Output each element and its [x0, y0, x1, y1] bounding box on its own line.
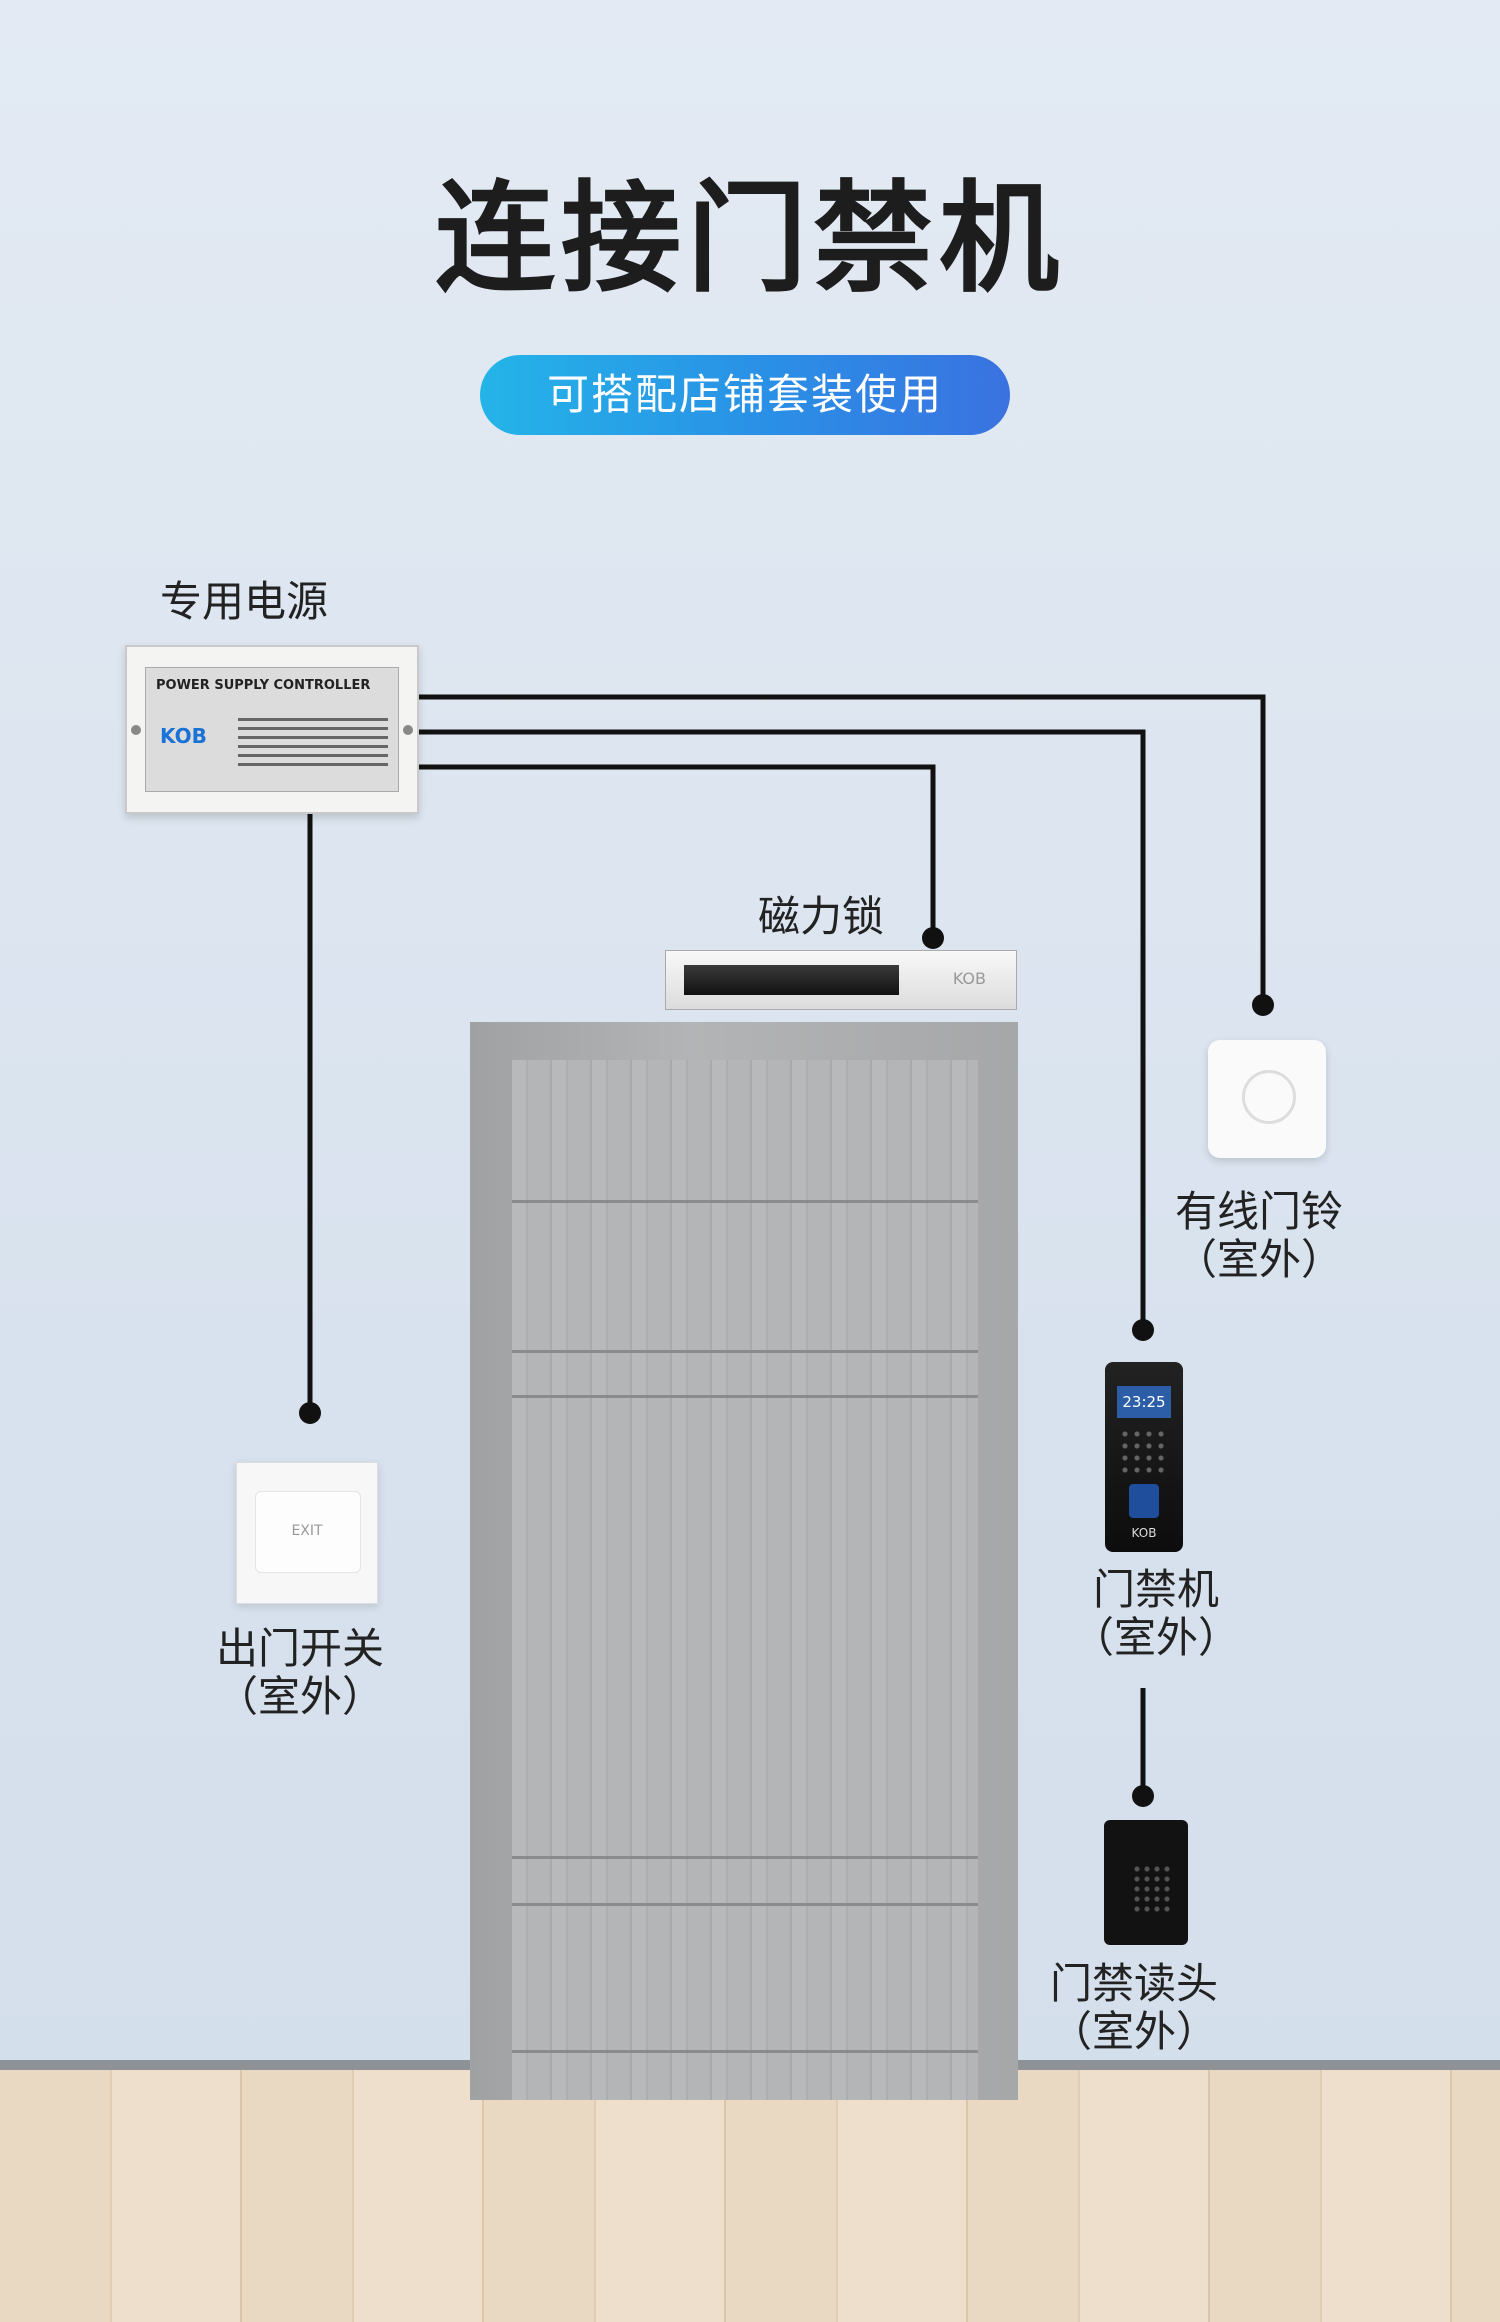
fingerprint-sensor-icon: [1129, 1484, 1159, 1518]
access-controller-location: （室外）: [1072, 1613, 1241, 1662]
power-supply-spec-lines: [238, 718, 388, 772]
mag-lock-magnet: [684, 965, 899, 995]
wooden-floor: [0, 2065, 1500, 2322]
mag-lock-brand: KOB: [952, 969, 986, 988]
wire-endpoint-exit-button: [299, 1402, 321, 1424]
door-groove: [512, 1395, 978, 1398]
page-title: 连接门禁机: [435, 170, 1065, 309]
wire-endpoint-controller: [1132, 1319, 1154, 1341]
doorbell-label: 有线门铃 （室外）: [1175, 1188, 1343, 1284]
doorbell-device: [1208, 1040, 1326, 1158]
power-supply-box: POWER SUPPLY CONTROLLER KOB: [125, 645, 419, 814]
card-reader-location: （室外）: [1050, 2007, 1219, 2056]
card-reader-device: [1104, 1820, 1188, 1945]
exit-button-text: EXIT: [291, 1523, 323, 1539]
access-controller-name: 门禁机: [1093, 1565, 1220, 1614]
exit-button-location: （室外）: [216, 1672, 385, 1721]
doorbell-location: （室外）: [1175, 1235, 1344, 1284]
door-groove: [512, 2050, 978, 2053]
door-groove: [512, 1200, 978, 1203]
card-reader-label: 门禁读头 （室外）: [1050, 1960, 1218, 2056]
power-supply-panel-title: POWER SUPPLY CONTROLLER: [156, 678, 371, 693]
doorbell-name: 有线门铃: [1175, 1187, 1344, 1236]
door: [512, 1060, 978, 2100]
exit-button-label: 出门开关 （室外）: [216, 1625, 384, 1721]
card-reader-name: 门禁读头: [1050, 1959, 1219, 2008]
door-groove: [512, 1856, 978, 1859]
screw-icon: [403, 725, 413, 735]
wire-to-access-controller: [415, 729, 1146, 1330]
access-controller-label: 门禁机 （室外）: [1072, 1566, 1240, 1662]
power-supply-panel: POWER SUPPLY CONTROLLER KOB: [145, 667, 399, 792]
wire-endpoint-doorbell: [1252, 994, 1274, 1016]
access-controller-device: 23:25 KOB: [1105, 1362, 1183, 1552]
wire-endpoint-maglock: [922, 927, 944, 949]
access-controller-screen: 23:25: [1117, 1386, 1171, 1418]
screw-icon: [131, 725, 141, 735]
door-groove: [512, 1903, 978, 1906]
mag-lock-device: KOB: [665, 950, 1017, 1010]
keypad-icon: [1132, 1864, 1172, 1914]
subtitle-pill: 可搭配店铺套装使用: [480, 355, 1010, 435]
exit-button-pad: [255, 1491, 361, 1573]
mag-lock-label: 磁力锁: [758, 892, 885, 941]
exit-button-device: EXIT: [236, 1462, 378, 1604]
wire-to-mag-lock: [415, 764, 936, 938]
wire-to-doorbell: [415, 694, 1266, 1005]
exit-button-name: 出门开关: [216, 1624, 385, 1673]
power-supply-brand: KOB: [160, 724, 207, 748]
power-supply-label: 专用电源: [160, 577, 329, 626]
speaker-icon: [1242, 1070, 1296, 1124]
keypad-icon: [1119, 1428, 1169, 1478]
door-groove: [512, 1350, 978, 1353]
access-controller-brand: KOB: [1131, 1526, 1157, 1540]
wire-endpoint-reader: [1132, 1785, 1154, 1807]
